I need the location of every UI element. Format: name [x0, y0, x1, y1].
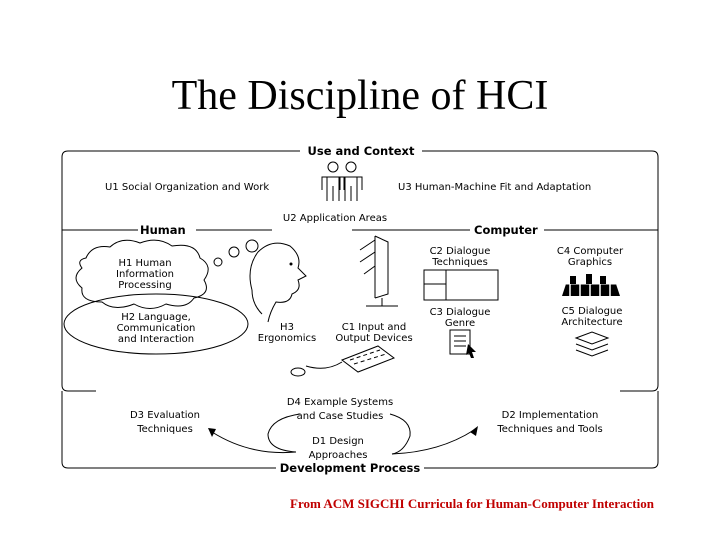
development-frame-right [424, 391, 659, 469]
mouse-icon [290, 367, 306, 377]
c5-line-1: C5 Dialogue [562, 306, 623, 317]
d2-text: D2 Implementation Techniques and Tools [496, 410, 602, 435]
h3-line-1: H3 [280, 322, 294, 333]
c4-chessboard-icon [562, 274, 620, 296]
thought-bubble-large [245, 239, 259, 253]
h2-ellipse [63, 293, 249, 355]
source-caption: From ACM SIGCHI Curricula for Human-Comp… [290, 496, 654, 511]
h1-line-3: Processing [118, 280, 171, 291]
input-cable [305, 361, 343, 369]
h1-line-2: Information [116, 269, 174, 280]
d1-text: D1 Design Approaches [309, 436, 368, 461]
c3-document-icon [449, 329, 476, 358]
c1-line-1: C1 Input and [342, 322, 406, 333]
c4-line-2: Graphics [568, 257, 612, 268]
c2-text: C2 Dialogue Techniques [430, 246, 491, 268]
d3-line-2: Techniques [136, 424, 193, 435]
c1-text: C1 Input and Output Devices [335, 322, 412, 344]
c4-text: C4 Computer Graphics [557, 246, 624, 268]
c4-line-1: C4 Computer [557, 246, 624, 257]
human-heading: Human [140, 223, 186, 237]
h1-text: H1 Human Information Processing [116, 258, 174, 291]
development-frame-left [61, 391, 276, 469]
h2-line-1: H2 Language, [121, 312, 191, 323]
people-icon [321, 161, 363, 201]
h1-cloud [75, 239, 209, 309]
c3-line-1: C3 Dialogue [430, 307, 491, 318]
c3-text: C3 Dialogue Genre [430, 307, 491, 329]
u1-label: U1 Social Organization and Work [105, 182, 269, 193]
d4-text: D4 Example Systems and Case Studies [287, 397, 393, 422]
h2-line-3: and Interaction [118, 334, 194, 345]
d2-line-1: D2 Implementation [502, 410, 599, 421]
d3-line-1: D3 Evaluation [130, 410, 200, 421]
c5-line-2: Architecture [561, 317, 622, 328]
computer-heading: Computer [474, 223, 538, 237]
h3-text: H3 Ergonomics [258, 322, 316, 344]
d1-line-2: Approaches [309, 450, 368, 461]
head-profile-icon [249, 242, 307, 323]
monitor-icon [359, 235, 398, 307]
d2-line-2: Techniques and Tools [496, 424, 602, 435]
thought-bubble-mid [228, 246, 240, 258]
use-context-frame [61, 150, 659, 392]
c3-line-2: Genre [445, 318, 475, 329]
u2-label: U2 Application Areas [283, 213, 387, 224]
keyboard-icon [340, 345, 396, 373]
development-heading: Development Process [280, 461, 421, 475]
slide-title: The Discipline of HCI [171, 73, 549, 119]
c2-window-icon [423, 269, 499, 301]
development-cycle [208, 413, 478, 455]
head-eye-icon [289, 262, 293, 266]
c5-stack-icon [574, 331, 610, 357]
h2-line-2: Communication [117, 323, 196, 334]
c1-line-2: Output Devices [335, 333, 412, 344]
d4-line-2: and Case Studies [297, 411, 384, 422]
d4-line-1: D4 Example Systems [287, 397, 393, 408]
d1-line-1: D1 Design [312, 436, 364, 447]
c5-text: C5 Dialogue Architecture [561, 306, 622, 328]
u3-label: U3 Human-Machine Fit and Adaptation [398, 182, 591, 193]
d3-text: D3 Evaluation Techniques [130, 410, 200, 435]
thought-bubble-small [213, 257, 223, 267]
h1-line-1: H1 Human [118, 258, 171, 269]
c2-line-1: C2 Dialogue [430, 246, 491, 257]
h2-text: H2 Language, Communication and Interacti… [117, 312, 196, 345]
h3-line-2: Ergonomics [258, 333, 316, 344]
c2-line-2: Techniques [431, 257, 488, 268]
use-context-heading: Use and Context [308, 144, 415, 158]
